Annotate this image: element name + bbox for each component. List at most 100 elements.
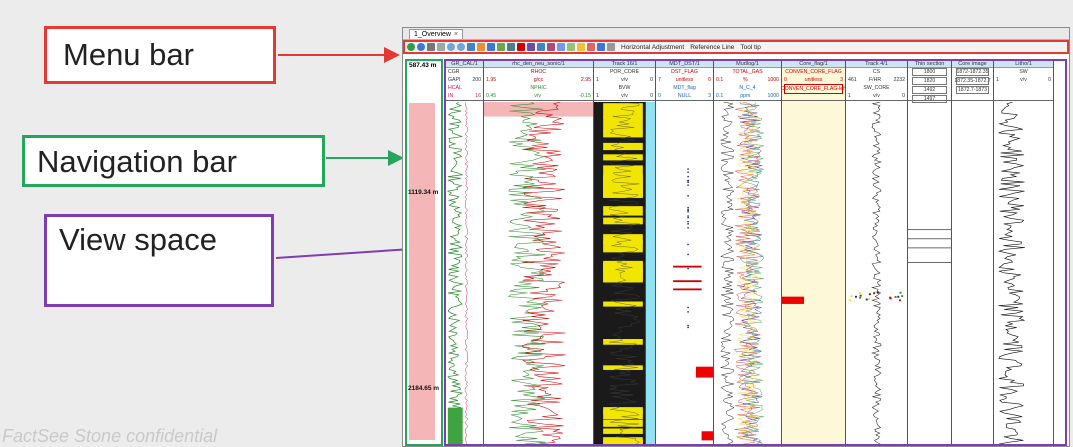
footer-text: FactSee Stone confidential xyxy=(2,426,218,446)
lock-icon[interactable] xyxy=(577,43,585,51)
horizontal-adjustment-toggle[interactable]: Horizontal Adjustment xyxy=(621,43,685,51)
track-header-cell: TOTAL_GAS xyxy=(732,69,763,75)
track-title[interactable]: Mudlog/1 xyxy=(714,61,781,68)
refresh-icon[interactable] xyxy=(407,43,415,51)
track-header-row: CONVEN_CORE_FLAG-left xyxy=(782,84,845,94)
arrange-icon[interactable] xyxy=(567,43,575,51)
track-plot[interactable] xyxy=(846,102,907,444)
track-header-cell: 1497 xyxy=(923,96,936,102)
image-icon[interactable] xyxy=(587,43,595,51)
track-header-row: TOTAL_GAS xyxy=(716,68,779,76)
track-header-row: CONVEN_CORE_FLAG xyxy=(784,68,843,76)
track-plot[interactable] xyxy=(446,102,483,444)
track-plot[interactable] xyxy=(656,102,713,444)
zoom-in-icon[interactable] xyxy=(447,43,455,51)
track-header-cell: g/cc xyxy=(533,77,544,83)
track-title[interactable]: Track 16/1 xyxy=(594,61,655,68)
track-header-row: 0.1%1000 xyxy=(716,76,779,84)
track-plot[interactable] xyxy=(952,102,993,444)
scale-icon[interactable] xyxy=(467,43,475,51)
track-header-cell: 0 xyxy=(1048,77,1051,83)
track-header-cell: 0.1 xyxy=(716,77,724,83)
track-header-cell: MDT_flag xyxy=(673,85,696,91)
track-title[interactable]: Core image xyxy=(952,61,993,68)
move-icon[interactable] xyxy=(437,43,445,51)
track-header-cell: 0.45 xyxy=(486,93,497,99)
nav-top-depth: 587.43 m xyxy=(409,62,437,69)
track-title[interactable]: Litho/1 xyxy=(994,61,1053,68)
track-header-cell: 0 xyxy=(650,77,653,83)
panel-icon[interactable] xyxy=(547,43,555,51)
track-header-cell: 200 xyxy=(472,77,481,83)
track-header-row: 1800 xyxy=(912,68,947,76)
chart-icon[interactable] xyxy=(507,43,515,51)
track-plot[interactable] xyxy=(714,102,781,444)
track-title[interactable]: GR_CAL/1 xyxy=(446,61,483,68)
track-icon[interactable] xyxy=(487,43,495,51)
track-plot[interactable] xyxy=(908,102,951,444)
track-title[interactable]: Thin section xyxy=(908,61,951,68)
track-header-cell: 0 xyxy=(650,93,653,99)
track-header-cell: 1 xyxy=(596,93,599,99)
grid-icon[interactable] xyxy=(497,43,505,51)
flag-icon[interactable] xyxy=(517,43,525,51)
track-title[interactable]: rhc_den_neu_sonic/1 xyxy=(484,61,593,68)
layers-icon[interactable] xyxy=(537,43,545,51)
track-header-cell: 1872.7-1873 xyxy=(957,87,988,93)
window-icon[interactable] xyxy=(557,43,565,51)
track-header-row: NPHIC xyxy=(486,84,591,92)
navigation-bar-callout: Navigation bar xyxy=(22,135,325,187)
track-plot[interactable] xyxy=(594,102,655,444)
globe-icon[interactable] xyxy=(417,43,425,51)
filter-icon[interactable] xyxy=(527,43,535,51)
settings-icon[interactable] xyxy=(607,43,615,51)
track-header-cell: 0 xyxy=(902,93,905,99)
track-header-cell: CS xyxy=(872,69,881,75)
zoom-out-icon[interactable] xyxy=(457,43,465,51)
track-header-cell: 3 xyxy=(840,77,843,83)
track-header-cell: ppm xyxy=(740,93,751,99)
tab-overview[interactable]: 1_Overview × xyxy=(409,29,464,39)
track-title[interactable]: MDT_DST/1 xyxy=(656,61,713,68)
print-icon[interactable] xyxy=(427,43,435,51)
track-header-row: POR_CORE xyxy=(596,68,653,76)
tool-tip-toggle[interactable]: Tool tip xyxy=(740,43,761,51)
ruler-icon[interactable] xyxy=(477,43,485,51)
nav-depth-range[interactable] xyxy=(409,103,435,440)
track-header-cell: 0 xyxy=(784,77,787,83)
track-header-cell: DST_FLAG xyxy=(671,69,698,75)
track-plot[interactable] xyxy=(484,102,593,444)
track-header-cell: 7 xyxy=(658,77,661,83)
track-title[interactable]: Core_flag/1 xyxy=(782,61,845,68)
track-header-cell: HCAL xyxy=(448,85,462,91)
track-header-cell: 1000 xyxy=(767,77,779,83)
track-header-cell: 1 xyxy=(596,77,599,83)
close-icon[interactable]: × xyxy=(453,31,459,38)
track-plot[interactable] xyxy=(994,102,1053,444)
reference-line-toggle[interactable]: Reference Line xyxy=(690,43,735,51)
track-plot[interactable] xyxy=(782,102,845,444)
bar-chart-icon[interactable] xyxy=(597,43,605,51)
track-header-cell: NULL xyxy=(677,93,692,99)
track-title[interactable]: Track 4/1 xyxy=(846,61,907,68)
track-header-cell: v/v xyxy=(873,93,880,99)
track-header-cell: IN xyxy=(448,93,454,99)
navigation-bar[interactable]: 587.43 m 1119.34 m 2184.65 m xyxy=(405,59,443,446)
track-header-cell: SW xyxy=(1019,69,1028,75)
